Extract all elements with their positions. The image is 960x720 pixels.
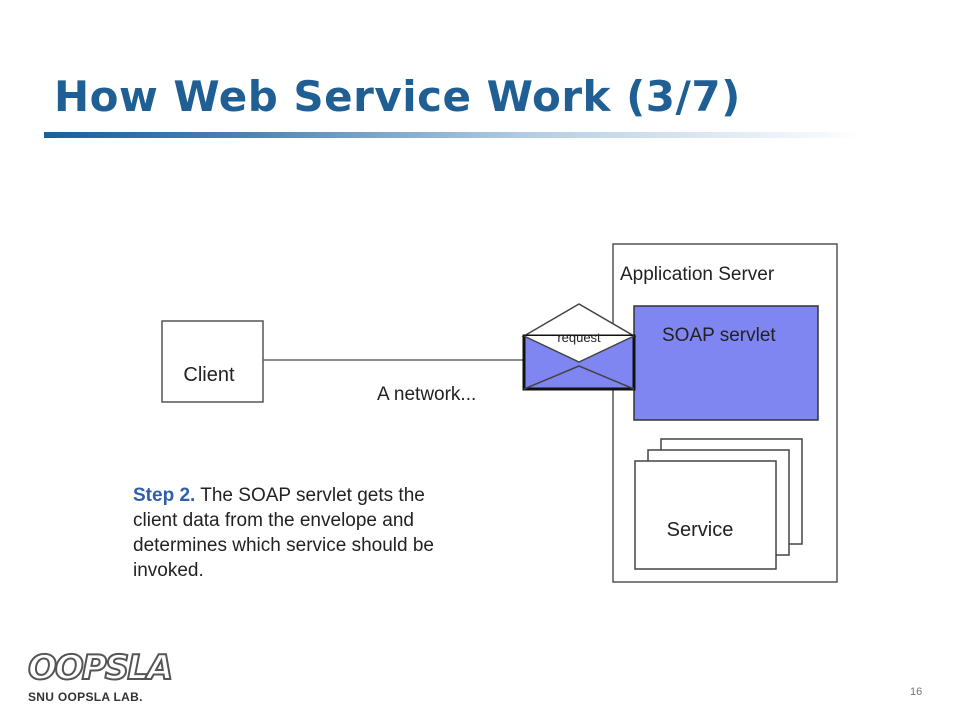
- step-label: Step 2.: [133, 485, 196, 506]
- oopsla-logo-mark: OOPSLA: [27, 648, 174, 688]
- network-label: A network...: [377, 384, 476, 405]
- step-line-2: client data from the envelope and: [133, 510, 414, 531]
- service-label: Service: [667, 519, 734, 541]
- application-server-label: Application Server: [620, 264, 775, 285]
- step-line-3: determines which service should be: [133, 535, 434, 556]
- envelope-label: request: [557, 330, 601, 345]
- step-line-1: Step 2. The SOAP servlet gets the: [133, 483, 493, 508]
- step-description: Step 2. The SOAP servlet gets the client…: [133, 483, 493, 583]
- step-line-4: invoked.: [133, 560, 204, 581]
- page-number: 16: [910, 686, 923, 698]
- oopsla-logo-caption: SNU OOPSLA LAB.: [28, 690, 143, 704]
- step-line-1-text: The SOAP servlet gets the: [200, 485, 425, 506]
- client-label: Client: [183, 364, 235, 386]
- oopsla-logo: OOPSLA SNU OOPSLA LAB.: [27, 648, 174, 704]
- service-box-front: [634, 460, 777, 570]
- title-underline: [44, 132, 864, 138]
- envelope-icon: [521, 303, 637, 391]
- soap-servlet-label: SOAP servlet: [662, 325, 776, 346]
- soap-servlet-box: [633, 305, 819, 421]
- slide-title: How Web Service Work (3/7): [54, 72, 741, 121]
- client-box: [161, 320, 264, 403]
